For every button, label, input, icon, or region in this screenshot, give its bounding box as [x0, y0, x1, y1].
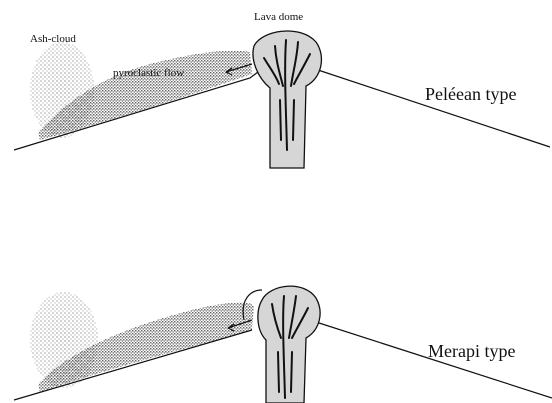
panel-merapi: Merapi type [14, 286, 552, 403]
lava-dome [258, 286, 320, 403]
type-label-pelean: Peléean type [425, 84, 516, 104]
panel-pelean: Ash-cloud pyroclastic flow Lava dome Pel… [14, 11, 550, 168]
ash-cloud-label: Ash-cloud [30, 33, 76, 45]
lava-dome [253, 31, 321, 168]
lava-dome-label: Lava dome [254, 11, 303, 23]
pyroclastic-flow-label: pyroclastic flow [113, 67, 184, 79]
type-label-merapi: Merapi type [428, 341, 515, 361]
mountain-right-slope [318, 70, 550, 147]
